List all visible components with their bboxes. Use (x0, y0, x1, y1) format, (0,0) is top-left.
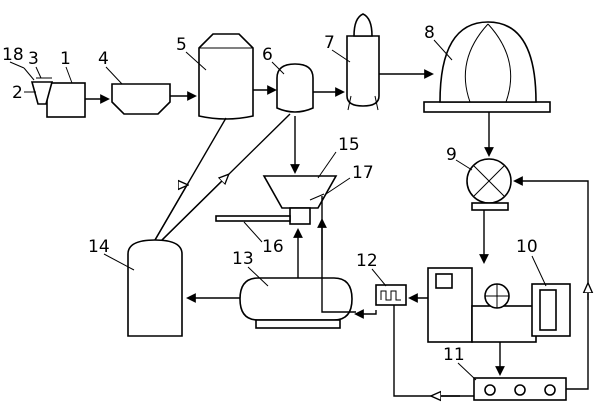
label-1: 1 (60, 49, 71, 69)
part-2 (30, 81, 54, 105)
label-9: 9 (446, 145, 457, 165)
label-18: 18 (2, 45, 24, 65)
tank-5 (198, 33, 254, 120)
outlet-17 (309, 193, 325, 201)
pipe-16 (215, 215, 291, 222)
label-16: 16 (262, 237, 284, 257)
tank-1 (46, 82, 86, 118)
basin-4 (111, 83, 171, 115)
label-7: 7 (324, 33, 335, 53)
reactor-7 (346, 35, 380, 107)
vessel-6 (276, 63, 314, 113)
tank-14 (127, 239, 183, 337)
gas-holder-8 (439, 21, 537, 103)
label-14: 14 (88, 237, 110, 257)
label-6: 6 (262, 45, 273, 65)
label-10: 10 (516, 237, 538, 257)
label-17: 17 (352, 163, 374, 183)
label-15: 15 (338, 135, 360, 155)
label-5: 5 (176, 35, 187, 55)
component-labels: 1 2 3 4 5 6 7 8 9 10 11 12 13 14 15 16 1… (2, 23, 547, 381)
label-12: 12 (356, 251, 378, 271)
part-18 (23, 67, 35, 81)
label-11: 11 (443, 345, 465, 365)
label-13: 13 (232, 249, 254, 269)
label-8: 8 (424, 23, 435, 43)
hopper-15 (262, 175, 338, 209)
label-4: 4 (98, 49, 109, 69)
label-2: 2 (12, 83, 23, 103)
horizontal-tank-13 (239, 277, 353, 321)
label-3: 3 (28, 49, 39, 69)
